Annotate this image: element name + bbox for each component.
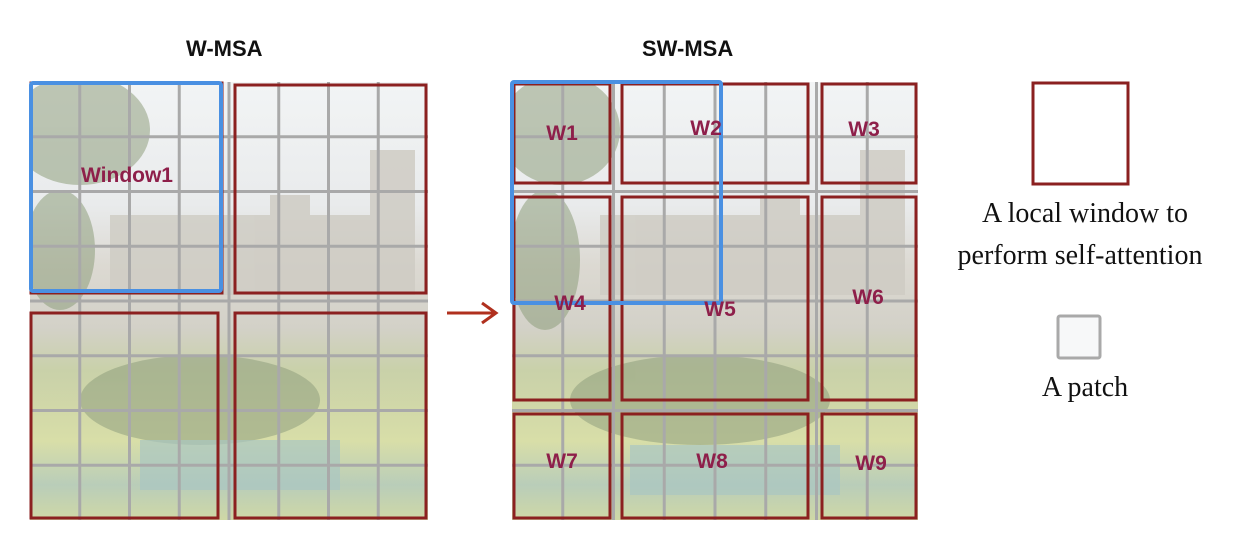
- legend-patch-swatch: [1056, 314, 1102, 360]
- castle-left: [110, 150, 415, 295]
- shifted-window-w7: [512, 412, 612, 520]
- left-window-4: [233, 311, 428, 520]
- shifted-window-w9: [820, 412, 918, 520]
- label-w2: W2: [690, 117, 722, 140]
- shifted-window-w5: [620, 195, 810, 402]
- shifted-window-w3: [820, 82, 918, 185]
- legend-window-swatch: [1031, 81, 1130, 186]
- left-window-2: [233, 83, 428, 295]
- window1-label: Window1: [81, 164, 173, 187]
- left-patch-grid: [30, 82, 428, 520]
- shifted-window-w6: [820, 195, 918, 402]
- legend-window-caption-line2: perform self-attention: [957, 240, 1203, 271]
- label-w3: W3: [848, 118, 880, 141]
- shifted-highlight: [510, 80, 723, 305]
- label-w7: W7: [546, 450, 578, 473]
- label-w6: W6: [852, 286, 884, 309]
- label-w4: W4: [554, 292, 586, 315]
- highlight-windows: [29, 80, 723, 305]
- shifted-window-w8: [620, 412, 810, 520]
- left-title: W-MSA: [186, 36, 263, 61]
- label-w8: W8: [696, 450, 728, 473]
- legend-patch-caption: A patch: [1041, 372, 1129, 403]
- arrow: [447, 301, 499, 325]
- window1-highlight: [29, 81, 223, 293]
- right-title: SW-MSA: [642, 36, 734, 61]
- legend-window-caption-line1: A local window to: [981, 198, 1189, 229]
- label-w5: W5: [704, 298, 736, 321]
- label-w9: W9: [855, 452, 887, 475]
- trees-left: [30, 82, 320, 445]
- left-window-3: [29, 311, 220, 520]
- label-w1: W1: [546, 122, 578, 145]
